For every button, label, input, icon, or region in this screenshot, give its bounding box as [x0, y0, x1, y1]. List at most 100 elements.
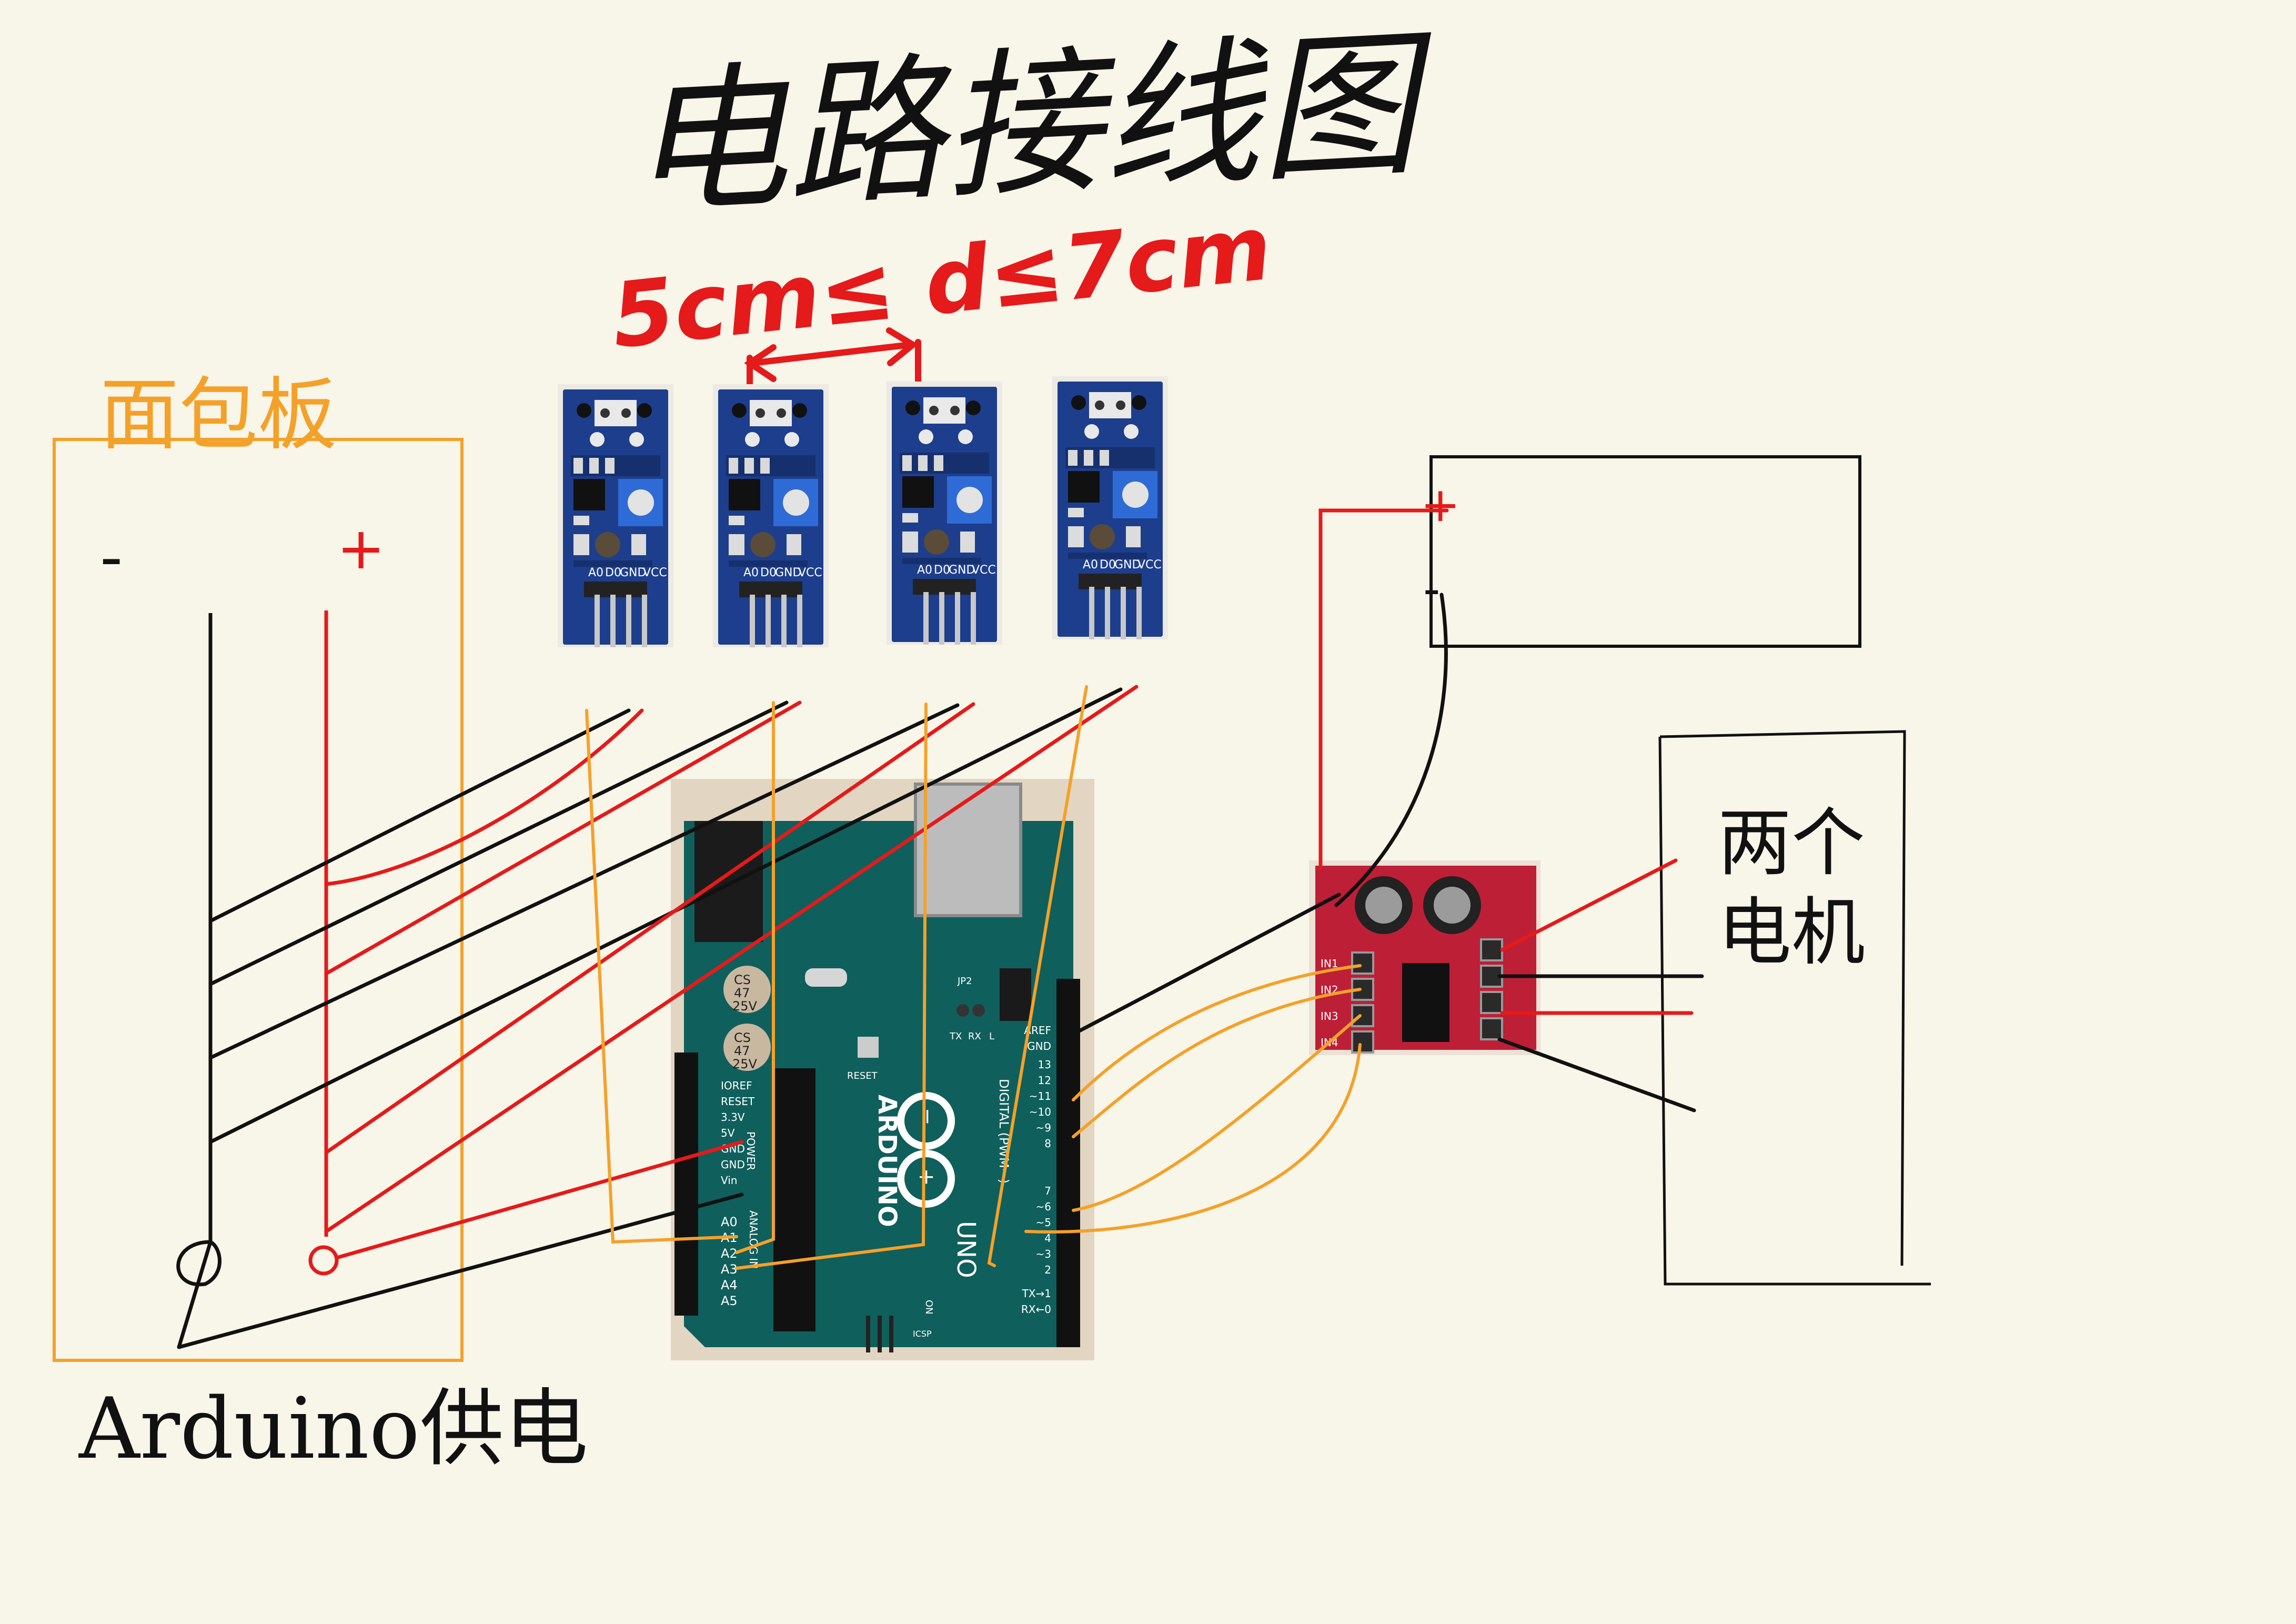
motors-label-line1: 两个	[1718, 800, 1865, 886]
sensor-pin-label: D0	[1100, 558, 1116, 572]
arduino-uno-board: CS 47 25V CS 47 25V RESET JP2 IOREF RESE…	[671, 779, 1094, 1360]
sensor-module-3: A0 D0 GND VCC	[887, 382, 1002, 645]
distance-arrow	[744, 327, 921, 403]
sensor-pin-label: GND	[775, 566, 801, 579]
svg-text:~11: ~11	[1029, 1090, 1051, 1102]
svg-text:CS: CS	[734, 973, 751, 987]
capacitor-top	[1434, 887, 1471, 924]
svg-text:IN1: IN1	[1321, 957, 1338, 970]
svg-text:TX→1: TX→1	[1022, 1287, 1051, 1300]
svg-text:~5: ~5	[1036, 1216, 1051, 1229]
motors-label-line2: 电机	[1718, 890, 1865, 976]
svg-text:7: 7	[1044, 1185, 1051, 1197]
capacitor-top	[1365, 887, 1402, 924]
sensor-pin-label: GND	[1114, 558, 1141, 572]
arduino-5v-wire	[335, 1140, 744, 1260]
l-led-label: L	[989, 1031, 994, 1042]
arduino-brand: ARDUINO	[872, 1095, 902, 1227]
svg-text:5V: 5V	[721, 1127, 735, 1139]
analog-pin-labels: A0 A1 A2 A3 A4 A5	[721, 1215, 738, 1308]
sensor4-vcc-wire	[324, 685, 1139, 1234]
svg-text:4: 4	[1044, 1232, 1051, 1245]
in1-wire	[1072, 964, 1362, 1101]
tx-led-label: TX	[949, 1031, 962, 1042]
jumper-pin	[956, 1004, 969, 1017]
svg-text:IN3: IN3	[1321, 1010, 1338, 1022]
digital-header	[1056, 979, 1080, 1347]
svg-text:~9: ~9	[1036, 1121, 1051, 1134]
arduino-gnd-to-driver-wire	[1071, 893, 1341, 1036]
sensor-module-1: A0 D0 GND VCC	[558, 384, 673, 647]
svg-text:A4: A4	[721, 1278, 738, 1292]
battery-outline	[1429, 455, 1861, 648]
motor-out2-wire	[1497, 1037, 1696, 1112]
capacitor-2: CS 47 25V	[723, 1024, 771, 1071]
sensor1-signal-wire	[585, 709, 738, 1244]
jp2-label: JP2	[957, 976, 972, 987]
sensor1-vcc-wire	[324, 708, 644, 886]
battery-positive-wire	[1318, 508, 1449, 870]
capacitor-1: CS 47 25V	[723, 966, 771, 1014]
svg-text:47: 47	[734, 1044, 750, 1058]
motors-outline	[1658, 730, 1931, 1286]
sensor-pin-label: VCC	[643, 566, 667, 579]
sensor-module-2: A0 D0 GND VCC	[713, 384, 829, 647]
in2-wire	[1072, 988, 1362, 1138]
svg-text:A5: A5	[721, 1294, 738, 1308]
driver-ic	[1402, 963, 1449, 1042]
sensor-pin-label: A0	[588, 566, 603, 579]
sensor-pin-label: A0	[917, 564, 932, 577]
orange-wires	[585, 685, 1362, 1270]
sensor3-vcc-wire	[324, 702, 975, 1155]
svg-text:CS: CS	[734, 1030, 751, 1045]
svg-text:13: 13	[1038, 1058, 1051, 1071]
digital-pin-labels: AREF GND 13 12 ~11 ~10 ~9 8 7 ~6 ~5 4 ~3…	[1021, 1024, 1051, 1316]
battery-minus-label: -	[1423, 562, 1440, 617]
dc-power-jack	[694, 821, 763, 942]
sensor-pin-label: D0	[934, 564, 950, 577]
digital-header-label: DIGITAL (PWM~)	[996, 1079, 1011, 1184]
svg-text:25V: 25V	[732, 999, 758, 1014]
sensor3-gnd-wire	[208, 703, 960, 1060]
reset-label: RESET	[847, 1070, 878, 1081]
svg-text:Vin: Vin	[721, 1174, 737, 1187]
icsp-pins	[866, 1316, 893, 1352]
driver-output-header	[1480, 938, 1503, 1040]
svg-text:3.3V: 3.3V	[721, 1111, 745, 1124]
svg-text:12: 12	[1038, 1074, 1051, 1087]
sensor-pin-label: GND	[620, 566, 646, 579]
on-label: ON	[923, 1300, 934, 1315]
sensor2-signal-wire	[735, 701, 775, 1254]
sensor-pin-label: A0	[743, 566, 759, 579]
breadboard-minus-label: -	[100, 521, 123, 594]
svg-text:A0: A0	[721, 1215, 738, 1229]
svg-text:A3: A3	[721, 1262, 738, 1277]
crystal	[805, 968, 847, 987]
power-pin-labels: IOREF RESET 3.3V 5V GND GND Vin	[721, 1079, 755, 1187]
sensor-pin-label: VCC	[972, 564, 996, 577]
diagram-title: 电路接线图	[623, 12, 1441, 237]
svg-text:2: 2	[1044, 1264, 1051, 1276]
sensor1-gnd-wire	[208, 708, 631, 923]
driver-input-header	[1351, 951, 1374, 1054]
battery-plus-label: +	[1421, 477, 1460, 533]
svg-text:RESET: RESET	[721, 1095, 755, 1108]
sensor-module-4: A0 D0 GND VCC	[1052, 376, 1168, 639]
sensor2-vcc-wire	[324, 700, 802, 976]
sensor4-signal-wire	[987, 685, 1088, 1267]
sensor-pin-label: VCC	[1137, 558, 1162, 572]
svg-text:GND: GND	[721, 1158, 745, 1171]
icsp-header	[1000, 968, 1031, 1021]
svg-text:IOREF: IOREF	[721, 1079, 752, 1092]
sensor-pin-label: GND	[949, 564, 975, 577]
sensor-pin-label: VCC	[798, 566, 822, 579]
svg-text:47: 47	[734, 986, 750, 1000]
power-note: Arduino供电	[78, 1379, 588, 1478]
battery-gnd-wire	[1334, 593, 1448, 907]
breadboard: 面包板 - +	[53, 369, 464, 1362]
motors: 两个 电机	[1658, 730, 1931, 1286]
svg-text:~6: ~6	[1036, 1200, 1051, 1213]
in4-wire	[1024, 1043, 1362, 1234]
svg-text:~3: ~3	[1036, 1248, 1051, 1260]
